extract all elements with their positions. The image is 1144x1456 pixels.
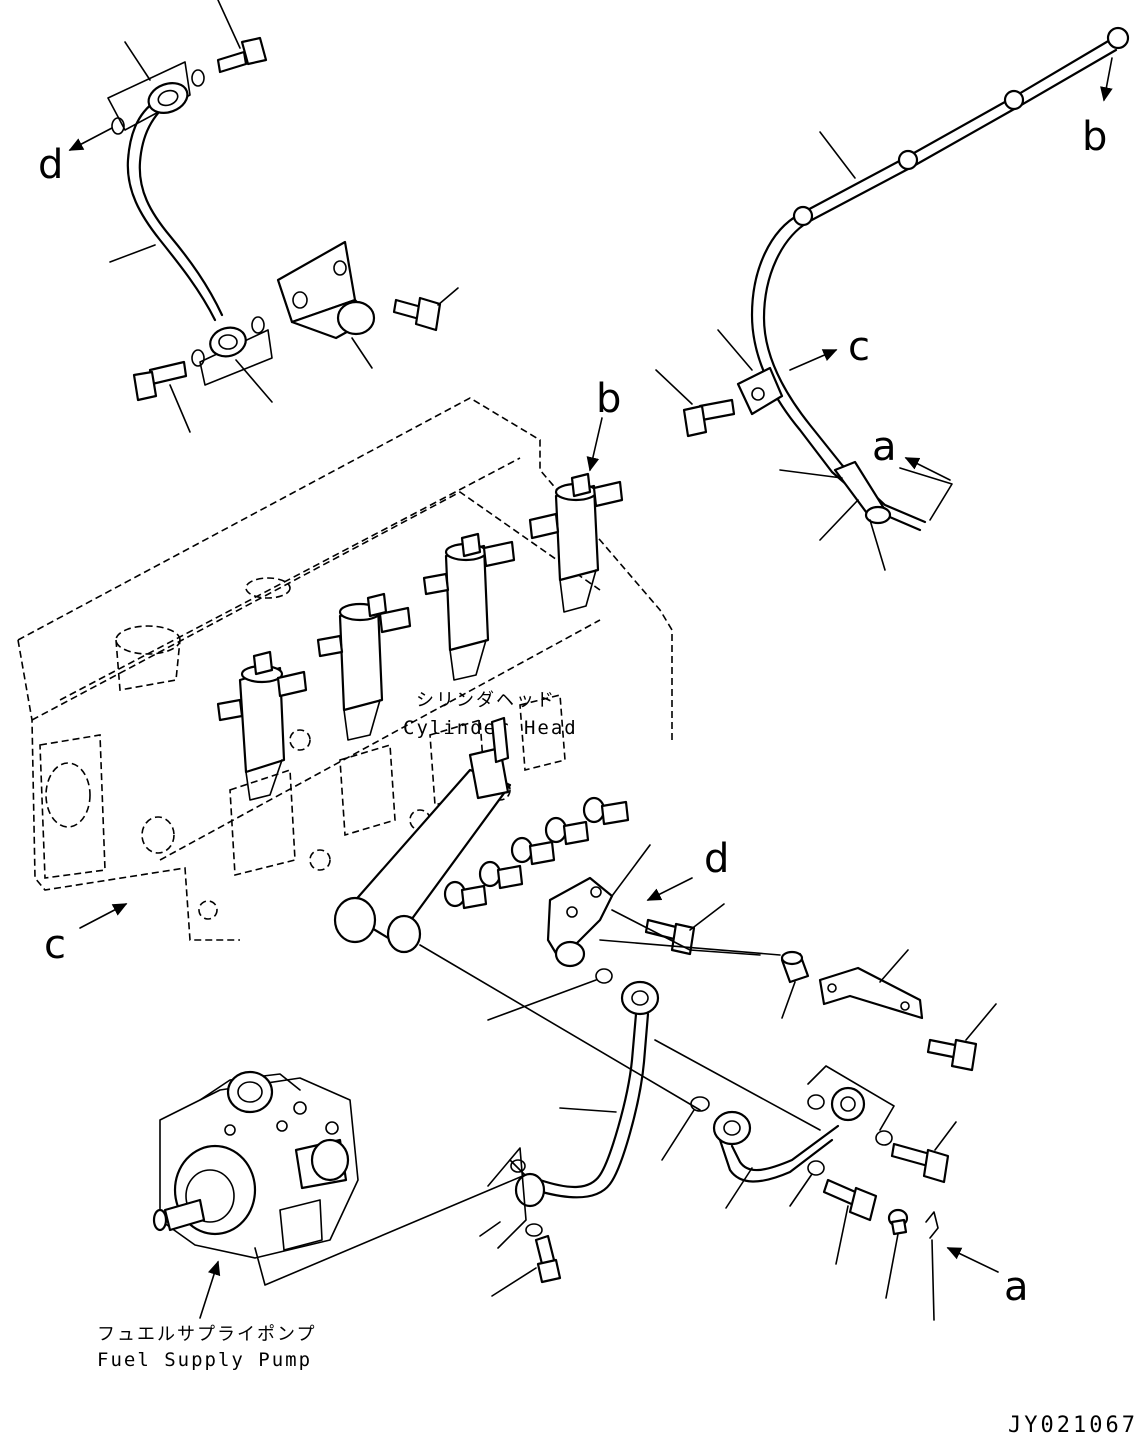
- clip: [925, 1211, 939, 1321]
- plate-bracket: [818, 949, 924, 1020]
- callout-d-bottom: d: [646, 836, 729, 901]
- callout-d-top-label: d: [38, 142, 63, 188]
- rail-leader-lines: [419, 909, 821, 1131]
- fuel-pump-label: フュエルサプライポンプ Fuel Supply Pump: [97, 1324, 316, 1371]
- bolt-bracket: [392, 287, 459, 332]
- callout-c-left: c: [44, 903, 128, 968]
- bolt-pipe-bracket: [491, 1234, 562, 1297]
- cylinder-head-label-jp: シリンダヘッド: [416, 690, 556, 711]
- return-pipe-assembly: [717, 26, 1130, 571]
- injector-2: [316, 592, 412, 741]
- bolt-banjo-bottom: [822, 1178, 878, 1265]
- callout-d-top: d: [38, 127, 113, 188]
- rail-flange: [546, 844, 651, 968]
- banjo-pipe: [712, 1065, 895, 1209]
- callout-d-bottom-label: d: [704, 836, 729, 882]
- callout-a-right: a: [872, 424, 951, 481]
- bolt-return-pipe: [655, 369, 736, 438]
- callout-b-center-label: b: [596, 376, 621, 422]
- mounting-bracket-block: [276, 240, 376, 369]
- callout-a-bottom: a: [946, 1247, 1029, 1310]
- high-pressure-pipe: [514, 980, 660, 1208]
- cylinder-head: [17, 397, 673, 941]
- fuel-supply-pump: [152, 1070, 359, 1259]
- callout-b-right: b: [1082, 57, 1113, 160]
- callout-a-right-label: a: [872, 424, 897, 470]
- callout-b-center: b: [586, 376, 621, 472]
- fuel-pump-label-en: Fuel Supply Pump: [97, 1349, 312, 1371]
- bolt-bottom-left: [132, 360, 188, 402]
- common-rail: [333, 716, 512, 954]
- cylinder-head-label: シリンダヘッド Cylinder Head: [403, 690, 578, 739]
- spacer: [780, 950, 810, 1019]
- pipe-bracket-sheet: [479, 1147, 543, 1249]
- pump-label-arrow: [199, 1260, 221, 1319]
- drawing-code: JY021067: [1008, 1413, 1138, 1438]
- injector-4: [528, 472, 624, 613]
- cylinder-head-label-en: Cylinder Head: [403, 717, 578, 739]
- callout-c-right: c: [789, 324, 870, 371]
- top-left-pipe-assembly: [107, 0, 273, 433]
- callout-c-left-label: c: [44, 922, 66, 968]
- washer-flange: [595, 968, 613, 984]
- bolt-plate: [926, 1003, 997, 1072]
- small-plug: [885, 1208, 909, 1299]
- pump-leader-lines: [254, 1159, 526, 1286]
- injector-3: [422, 532, 516, 681]
- fuel-pump-label-jp: フュエルサプライポンプ: [97, 1324, 316, 1345]
- leader-washer-pipe: [661, 1109, 695, 1161]
- injector-1: [216, 650, 308, 801]
- callout-a-bottom-label: a: [1004, 1264, 1029, 1310]
- washer-pipe: [690, 1096, 710, 1112]
- callout-c-right-label: c: [848, 324, 870, 370]
- callout-b-right-label: b: [1082, 114, 1107, 160]
- rail-fittings: [443, 796, 630, 910]
- bolt-top-left: [216, 36, 268, 74]
- bolt-banjo-right: [890, 1121, 957, 1184]
- leader-washer-flange: [487, 979, 597, 1021]
- washer-banjo-bottom: [789, 1160, 825, 1207]
